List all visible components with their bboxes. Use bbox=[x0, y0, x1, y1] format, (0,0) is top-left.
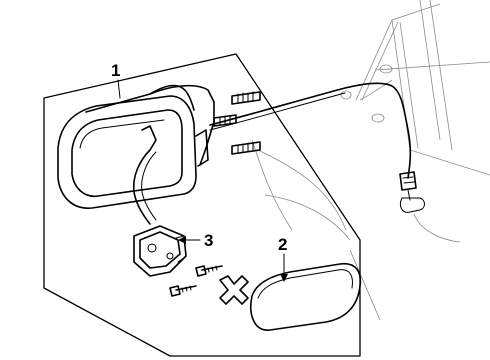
mirror-glass bbox=[250, 262, 362, 331]
mirror-housing bbox=[57, 84, 215, 209]
mirror-motor bbox=[133, 225, 187, 277]
retaining-clip bbox=[219, 275, 249, 305]
callout-1: 1 bbox=[111, 61, 121, 99]
callout-3: 3 bbox=[178, 231, 213, 250]
motor-cable bbox=[132, 149, 151, 225]
callout-1-label: 1 bbox=[111, 61, 120, 80]
assembly-boundary-box bbox=[43, 53, 361, 357]
callout-2: 2 bbox=[278, 235, 288, 282]
vehicle-door-outline bbox=[251, 0, 490, 340]
callout-2-label: 2 bbox=[278, 235, 287, 254]
wiring-harness bbox=[209, 82, 461, 243]
callout-3-label: 3 bbox=[204, 231, 213, 250]
motor-screws bbox=[169, 265, 223, 297]
